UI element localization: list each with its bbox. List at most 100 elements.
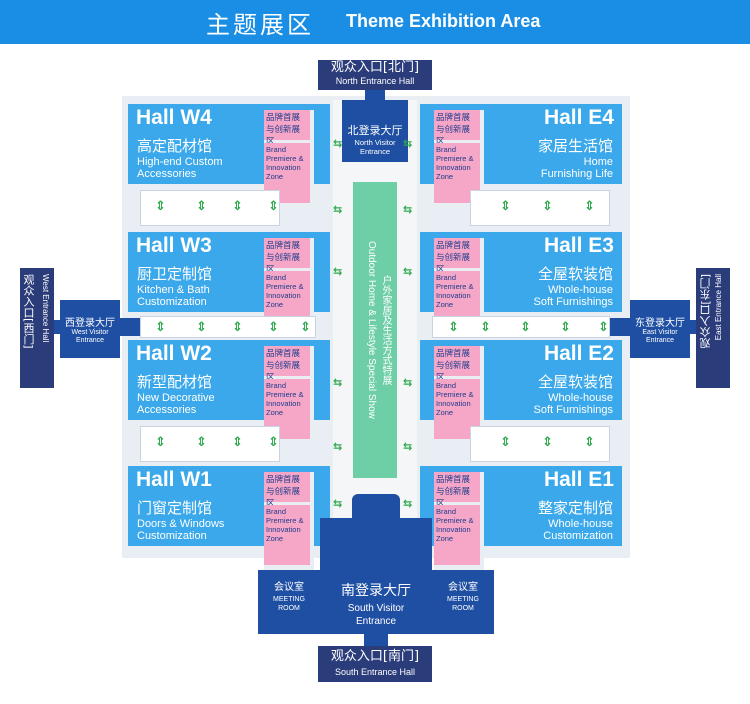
south-hall-en-2: Entrance bbox=[355, 616, 397, 627]
arrow-leftright-icon: ⇆ bbox=[403, 497, 413, 510]
hall-e1-en-1: Whole-house bbox=[548, 518, 613, 530]
arrow-leftright-icon: ⇆ bbox=[333, 265, 343, 278]
arrow-updown-icon: ⇕ bbox=[542, 199, 553, 214]
hall-w3-en-2: Customization bbox=[137, 296, 207, 308]
zone-en-1: Brand bbox=[436, 145, 457, 154]
arrow-updown-icon: ⇕ bbox=[500, 435, 511, 450]
north-visitor-entrance[interactable]: 北登录大厅 North Visitor Entrance bbox=[342, 100, 408, 162]
hall-w1-name: Hall W1 bbox=[136, 468, 212, 491]
hall-w2-en-2: Accessories bbox=[137, 404, 197, 416]
zone-cn-1: 品牌首展 bbox=[266, 241, 301, 251]
brand-zone-cn: 品牌首展与创新展区 bbox=[264, 110, 310, 147]
arrow-updown-icon: ⇕ bbox=[448, 320, 459, 335]
arrow-leftright-icon: ⇆ bbox=[333, 440, 343, 453]
brand-zone-cn: 品牌首展与创新展区 bbox=[434, 346, 480, 383]
hall-w4-en-2: Accessories bbox=[137, 168, 197, 180]
zone-en-3: Innovation bbox=[436, 399, 471, 408]
hall-e3-cn: 全屋软装馆 bbox=[537, 265, 613, 283]
special-show-zone[interactable] bbox=[353, 182, 397, 478]
arrow-leftright-icon: ⇆ bbox=[333, 137, 343, 150]
south-hall-en-1: South Visitor bbox=[347, 603, 405, 614]
brand-zone-cn: 品牌首展与创新展区 bbox=[434, 472, 480, 509]
arrow-leftright-icon: ⇆ bbox=[403, 376, 413, 389]
arrow-updown-icon: ⇕ bbox=[155, 435, 166, 450]
south-entrance-label: 观众入口[南门] South Entrance Hall bbox=[318, 646, 432, 682]
hall-w4-en-1: High-end Custom bbox=[137, 156, 223, 168]
west-entrance-stem bbox=[54, 320, 64, 334]
special-show-cn: 户外家居及生活方式特展 bbox=[380, 275, 391, 385]
arrow-updown-icon: ⇕ bbox=[480, 320, 491, 335]
south-hall-cn: 南登录大厅 bbox=[341, 583, 411, 599]
zone-en-1: Brand bbox=[266, 145, 287, 154]
connector-w3-w2 bbox=[140, 316, 316, 338]
north-hall-en-1: North Visitor bbox=[354, 138, 396, 147]
north-entrance-cn: 观众入口[北门] bbox=[330, 60, 420, 75]
hall-w1-en-1: Doors & Windows bbox=[137, 518, 225, 530]
zone-cn-1: 品牌首展 bbox=[266, 349, 301, 359]
brand-zone-cn: 品牌首展与创新展区 bbox=[264, 346, 310, 383]
hall-e2-en-2: Soft Furnishings bbox=[533, 404, 613, 416]
zone-en-4: Zone bbox=[266, 300, 284, 309]
zone-cn-1: 品牌首展 bbox=[436, 241, 471, 251]
zone-en-3: Innovation bbox=[266, 399, 301, 408]
zone-en-1: Brand bbox=[436, 381, 457, 390]
zone-en-2: Premiere & bbox=[266, 282, 304, 291]
zone-en-3: Innovation bbox=[266, 525, 301, 534]
brand-zone-cn: 品牌首展与创新展区 bbox=[264, 472, 310, 509]
hall-e4-en-1: Home bbox=[583, 156, 613, 168]
zone-en-2: Premiere & bbox=[266, 154, 304, 163]
arrow-updown-icon: ⇕ bbox=[542, 435, 553, 450]
zone-en-3: Innovation bbox=[436, 291, 471, 300]
arrow-updown-icon: ⇕ bbox=[300, 320, 311, 335]
west-visitor-entrance[interactable]: 西登录大厅 West Visitor Entrance bbox=[60, 300, 120, 358]
arrow-updown-icon: ⇕ bbox=[598, 320, 609, 335]
arrow-updown-icon: ⇕ bbox=[196, 320, 207, 335]
zone-cn-2: 与创新展区 bbox=[436, 125, 471, 147]
west-hall-cn: 西登录大厅 bbox=[65, 318, 115, 329]
hall-e2[interactable]: Hall E2 全屋软装馆 Whole-house Soft Furnishin… bbox=[420, 340, 622, 420]
west-corridor-link bbox=[120, 318, 140, 336]
east-entrance-stem bbox=[686, 320, 696, 334]
connector-e3-e2 bbox=[432, 316, 610, 338]
connector-e4-e3 bbox=[470, 190, 610, 226]
east-hall-cn: 东登录大厅 bbox=[635, 318, 685, 329]
hall-e4-name: Hall E4 bbox=[543, 106, 614, 129]
zone-en-4: Zone bbox=[266, 534, 284, 543]
arrow-updown-icon: ⇕ bbox=[268, 199, 279, 214]
hall-e3-name: Hall E3 bbox=[543, 234, 614, 257]
hall-e2-en-1: Whole-house bbox=[548, 392, 613, 404]
east-entrance-label: 观众入口[东门] East Entrance Hall bbox=[696, 268, 730, 388]
arrow-updown-icon: ⇕ bbox=[155, 199, 166, 214]
hall-w3-cn: 厨卫定制馆 bbox=[137, 265, 213, 283]
header-banner: 主题展区 Theme Exhibition Area bbox=[0, 0, 750, 44]
hall-e3-en-2: Soft Furnishings bbox=[533, 296, 613, 308]
east-visitor-entrance[interactable]: 东登录大厅 East Visitor Entrance bbox=[630, 300, 690, 358]
brand-zone-cn: 品牌首展与创新展区 bbox=[264, 238, 310, 275]
meeting-room-west[interactable]: 会议室 MEETING ROOM bbox=[258, 570, 320, 634]
meeting-room-en-2: ROOM bbox=[278, 605, 300, 612]
zone-en-2: Premiere & bbox=[436, 154, 474, 163]
zone-en-1: Brand bbox=[266, 507, 287, 516]
south-visitor-entrance[interactable]: 南登录大厅 South Visitor Entrance bbox=[320, 540, 432, 634]
arrow-updown-icon: ⇕ bbox=[520, 320, 531, 335]
arrow-updown-icon: ⇕ bbox=[232, 199, 243, 214]
hall-e1-en-2: Customization bbox=[543, 530, 613, 542]
hall-w3-en-1: Kitchen & Bath bbox=[137, 284, 210, 296]
arrow-leftright-icon: ⇆ bbox=[403, 440, 413, 453]
meeting-room-east[interactable]: 会议室 MEETING ROOM bbox=[432, 570, 494, 634]
arrow-leftright-icon: ⇆ bbox=[333, 497, 343, 510]
zone-cn-2: 与创新展区 bbox=[436, 487, 471, 509]
special-show-label: 户外家居及生活方式特展 Outdoor Home & Lifestyle Spe… bbox=[358, 190, 392, 470]
zone-en-3: Innovation bbox=[266, 291, 301, 300]
west-hall-en-1: West Visitor bbox=[71, 329, 109, 336]
zone-en-1: Brand bbox=[436, 507, 457, 516]
south-entrance-cn: 观众入口[南门] bbox=[330, 649, 420, 664]
